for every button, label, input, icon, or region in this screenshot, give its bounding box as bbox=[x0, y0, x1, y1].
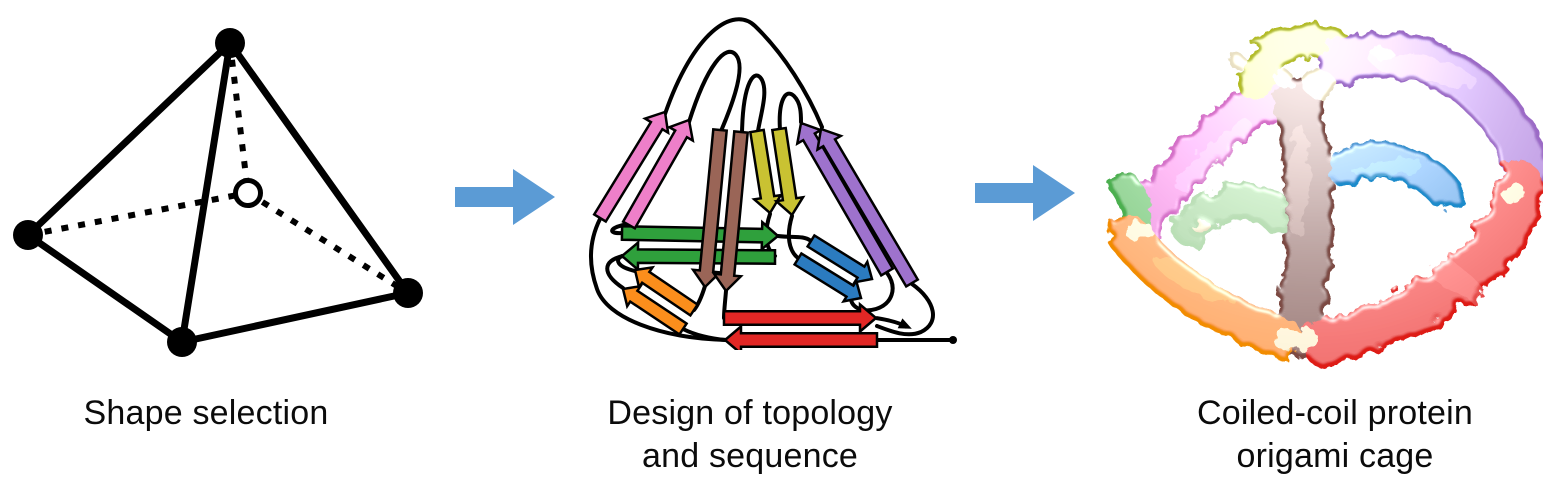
pink-strand-2-arrow bbox=[621, 118, 695, 230]
brown-strand-1-arrow bbox=[690, 128, 729, 289]
green-strand-fwd-arrow bbox=[620, 219, 780, 252]
caption-topology: Design of topology and sequence bbox=[550, 392, 950, 478]
chain-loop bbox=[616, 254, 637, 273]
cage-junction-blob bbox=[1125, 220, 1153, 242]
red-strand-rev-arrow bbox=[723, 323, 879, 350]
blue-strand-2-arrow bbox=[792, 251, 863, 304]
chain-loop bbox=[687, 49, 742, 133]
tetra-hidden-edge bbox=[27, 190, 249, 238]
chain-loop bbox=[786, 214, 800, 260]
right-arrow-shape bbox=[975, 165, 1075, 221]
orange-strand-2-arrow bbox=[621, 284, 689, 337]
cage-junction-blob bbox=[1274, 330, 1306, 352]
cage-junction-blob bbox=[1302, 71, 1336, 97]
right-arrow-icon bbox=[975, 165, 1075, 221]
orange-helix bbox=[1108, 215, 1302, 358]
panel-shape-selection bbox=[5, 20, 435, 365]
cage-junction-blob bbox=[1192, 219, 1210, 233]
yellow-strand-1-arrow bbox=[748, 128, 784, 215]
cage-junction-blob bbox=[1273, 70, 1293, 86]
pink-strand-1-arrow bbox=[592, 110, 670, 224]
tetra-vertex-left bbox=[13, 220, 43, 250]
cage-sheen-highlight bbox=[1353, 157, 1423, 179]
cage-sheen-highlight bbox=[1369, 52, 1477, 88]
olive-helix bbox=[1237, 21, 1353, 100]
right-arrow-icon bbox=[455, 169, 555, 225]
chain-terminus-arrowhead-icon bbox=[897, 318, 912, 329]
chain-loop bbox=[776, 234, 813, 243]
tetra-edge bbox=[178, 289, 412, 346]
cage-junction-blob bbox=[1500, 183, 1526, 203]
chain-loop bbox=[610, 222, 631, 236]
caption-shape-selection: Shape selection bbox=[83, 394, 329, 432]
tetra-edge bbox=[226, 39, 412, 297]
chain-loop bbox=[681, 327, 728, 342]
cage-sheen-highlight bbox=[1397, 236, 1489, 304]
panel-topology bbox=[565, 5, 965, 350]
green-strand-rev-arrow bbox=[620, 239, 777, 273]
blue-strand-1-arrow bbox=[805, 233, 874, 285]
tetrahedron-drawing bbox=[13, 28, 423, 357]
yellow-strand-2-arrow bbox=[770, 126, 806, 217]
cage-junction-blob bbox=[1299, 330, 1319, 346]
flow-arrow-1 bbox=[453, 166, 557, 228]
caption-cage-line2: origami cage bbox=[1236, 437, 1434, 475]
cage-sheen-highlight bbox=[1285, 125, 1311, 235]
chain-loop bbox=[875, 282, 935, 337]
caption-topology-line2: and sequence bbox=[641, 437, 859, 475]
cage-sheen-highlight bbox=[1174, 120, 1252, 190]
tetra-edge bbox=[24, 39, 234, 239]
purple-strand-1-arrow bbox=[795, 121, 895, 278]
topology-diagram bbox=[588, 17, 957, 350]
cage-junction-blob bbox=[1228, 54, 1246, 68]
flow-arrow-2 bbox=[973, 162, 1077, 224]
tetra-edge bbox=[24, 231, 186, 346]
chain-terminus-dot bbox=[949, 336, 957, 344]
caption-protein-cage: Coiled-coil protein origami cage bbox=[1135, 392, 1535, 478]
cage-blob-group bbox=[1108, 21, 1543, 367]
chain-loop bbox=[605, 254, 625, 290]
tetra-hidden-edge bbox=[227, 42, 251, 194]
orange-strand-1-arrow bbox=[633, 265, 700, 318]
tetra-hidden-edge bbox=[246, 190, 410, 296]
brown-strand-2-arrow bbox=[711, 130, 750, 293]
magenta-helix bbox=[1125, 74, 1297, 238]
red-strand-fwd-arrow bbox=[722, 301, 878, 335]
chain-loop bbox=[777, 91, 803, 132]
tetra-vertex-top bbox=[215, 28, 245, 58]
cage-sheen-highlight bbox=[1152, 256, 1234, 304]
tetra-vertex-back bbox=[233, 178, 263, 208]
panel-protein-cage bbox=[1083, 0, 1543, 372]
purple-strand-2-arrow bbox=[815, 127, 920, 289]
tetra-vertex-bottom bbox=[167, 327, 197, 357]
caption-cage-line1: Coiled-coil protein bbox=[1197, 394, 1473, 432]
tetra-edge bbox=[178, 39, 234, 346]
chain-loop bbox=[740, 73, 767, 135]
right-arrow-shape bbox=[455, 169, 555, 225]
chain-loop bbox=[663, 17, 824, 129]
tetra-vertex-right bbox=[393, 278, 423, 308]
caption-topology-line1: Design of topology bbox=[607, 394, 893, 432]
chain-loop bbox=[848, 271, 895, 313]
protein-cage-render bbox=[1108, 21, 1543, 367]
